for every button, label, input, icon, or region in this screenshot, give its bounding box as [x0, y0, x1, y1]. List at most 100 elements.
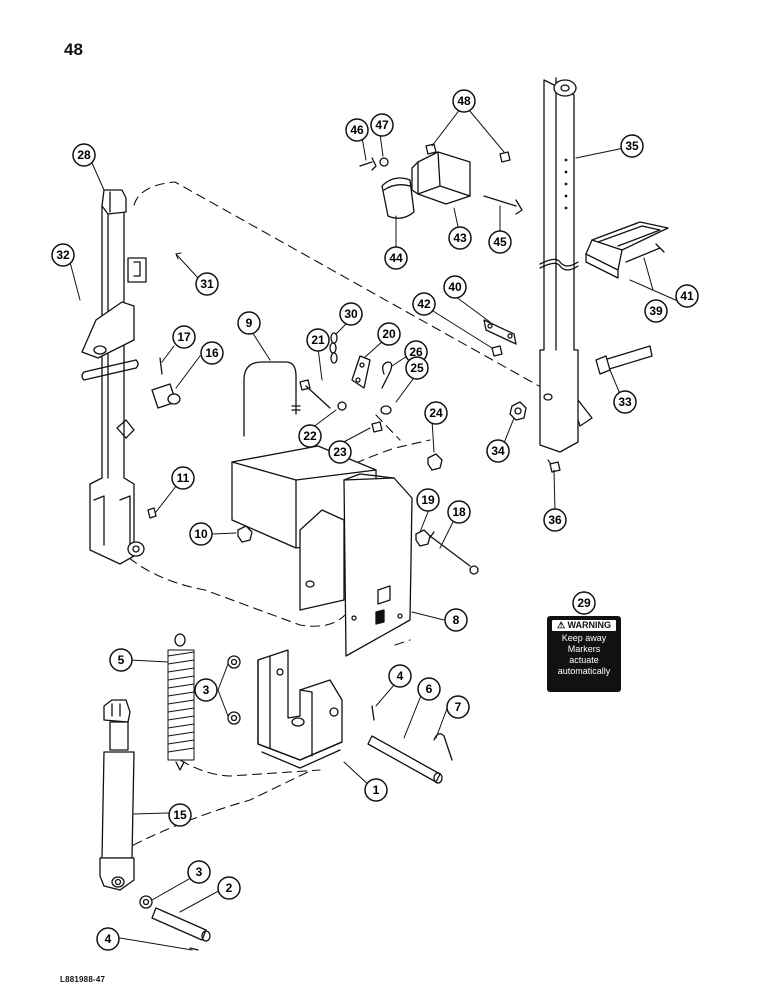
svg-text:26: 26 [409, 345, 423, 359]
callout-47: 47 [370, 113, 394, 137]
svg-text:4: 4 [105, 932, 112, 946]
warning-heading: ⚠ WARNING [552, 620, 616, 631]
part-33-large-bolt [595, 345, 653, 375]
callout-33: 33 [613, 390, 637, 414]
svg-text:3: 3 [196, 865, 203, 879]
part-44-clamp [381, 177, 415, 219]
callout-19: 19 [416, 488, 440, 512]
svg-text:22: 22 [303, 429, 317, 443]
part-19-nut [415, 529, 431, 547]
part-43-bracket [411, 151, 471, 205]
callout-5: 5 [109, 648, 133, 672]
svg-text:46: 46 [350, 123, 364, 137]
part-42-nut [491, 345, 503, 357]
callout-6: 6 [417, 677, 441, 701]
part-5-spring [167, 633, 195, 771]
callout-22: 22 [298, 424, 322, 448]
part-26-hairpin [381, 361, 393, 389]
part-21-bolt [299, 379, 331, 409]
callout-46: 46 [345, 118, 369, 142]
svg-text:18: 18 [452, 505, 466, 519]
part-41-bolt [625, 243, 665, 263]
part-10-nut [237, 525, 253, 543]
svg-text:29: 29 [577, 596, 591, 610]
svg-text:20: 20 [382, 327, 396, 341]
callout-40: 40 [443, 275, 467, 299]
part-1-lower-bracket [257, 649, 343, 769]
callout-23: 23 [328, 440, 352, 464]
callout-20: 20 [377, 322, 401, 346]
warning-line: actuate [569, 655, 599, 665]
callout-31: 31 [195, 272, 219, 296]
svg-text:47: 47 [375, 118, 389, 132]
callout-32: 32 [51, 243, 75, 267]
svg-text:21: 21 [311, 333, 325, 347]
part-2-pin [151, 907, 211, 942]
part-35-right-post [539, 77, 593, 453]
part-40-plate [483, 319, 517, 345]
svg-text:15: 15 [173, 808, 187, 822]
svg-text:19: 19 [421, 493, 435, 507]
svg-text:7: 7 [455, 700, 462, 714]
part-25-bushing [380, 405, 392, 415]
callout-30: 30 [339, 302, 363, 326]
svg-text:40: 40 [448, 280, 462, 294]
warning-triangle-icon: ⚠ [556, 620, 566, 630]
callout-8: 8 [444, 608, 468, 632]
part-7-clip [433, 733, 453, 761]
svg-text:39: 39 [649, 304, 663, 318]
callout-29: 29 [572, 591, 596, 615]
part-4-cotter-bottom [189, 947, 199, 951]
part-6-pin [367, 735, 443, 784]
part-15-cylinder [99, 699, 135, 891]
part-46-47-bolt-washer [359, 157, 389, 171]
svg-text:8: 8 [453, 613, 460, 627]
svg-text:43: 43 [453, 231, 467, 245]
part-30-chain [329, 332, 338, 364]
svg-text:24: 24 [429, 406, 443, 420]
callout-44: 44 [384, 246, 408, 270]
callout-28: 28 [72, 143, 96, 167]
callout-18: 18 [447, 500, 471, 524]
callout-11: 11 [171, 466, 195, 490]
part-45-bolt [483, 195, 523, 215]
svg-text:16: 16 [205, 346, 219, 360]
part-9-u-bolt [243, 361, 301, 437]
part-48-nuts [425, 143, 511, 163]
callout-10: 10 [189, 522, 213, 546]
svg-text:5: 5 [118, 653, 125, 667]
svg-text:36: 36 [548, 513, 562, 527]
svg-text:11: 11 [177, 471, 190, 485]
svg-text:9: 9 [246, 316, 253, 330]
callout-17: 17 [172, 325, 196, 349]
svg-text:30: 30 [344, 307, 358, 321]
callout-4-upper: 4 [388, 664, 412, 688]
callout-34: 34 [486, 439, 510, 463]
svg-text:6: 6 [426, 682, 433, 696]
warning-decal: ⚠ WARNING Keep away Markers actuate auto… [547, 616, 621, 692]
svg-text:3: 3 [203, 683, 210, 697]
part-11-nut [147, 507, 157, 519]
svg-text:10: 10 [194, 527, 208, 541]
leader-lines [69, 103, 681, 951]
callout-41: 41 [675, 284, 699, 308]
svg-text:4: 4 [397, 669, 404, 683]
warning-line: Keep away [561, 633, 607, 643]
svg-text:32: 32 [56, 248, 70, 262]
svg-text:28: 28 [77, 148, 91, 162]
callout-21: 21 [306, 328, 330, 352]
callout-35: 35 [620, 134, 644, 158]
part-36-small-nut [549, 461, 561, 473]
part-18-bolt [427, 531, 479, 575]
callout-1: 1 [364, 778, 388, 802]
svg-text:1: 1 [373, 783, 380, 797]
warning-line: automatically [557, 666, 611, 676]
part-22-washer [337, 401, 347, 411]
callout-2: 2 [217, 876, 241, 900]
callout-45: 45 [488, 230, 512, 254]
part-39-stirrup-bracket [585, 221, 669, 279]
svg-text:34: 34 [491, 444, 505, 458]
warning-line: Markers [567, 644, 601, 654]
